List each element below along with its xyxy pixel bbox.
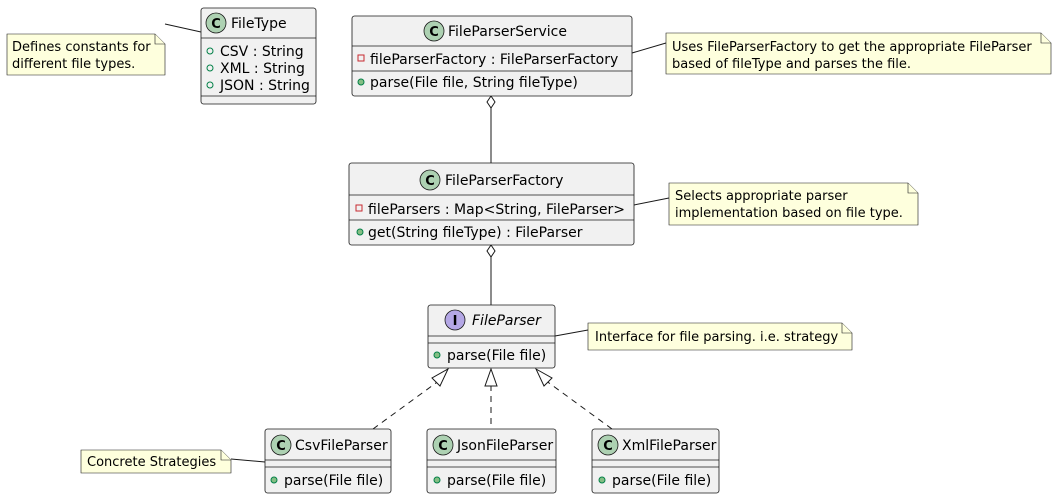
class-xmlfileparser: C XmlFileParser parse(File file) (591, 428, 720, 494)
badge-letter: C (438, 439, 448, 454)
public-marker-icon (356, 228, 364, 236)
interface-fileparser: I FileParser parse(File file) (427, 304, 556, 369)
badge-letter: C (276, 439, 286, 454)
note-link-csv (230, 458, 266, 463)
badge-letter: I (453, 314, 458, 329)
field: JSON : String (219, 78, 310, 94)
note-filetype: Defines constants for different file typ… (6, 33, 166, 76)
realization-arrow-xml (534, 367, 553, 387)
note-link-factory (633, 197, 670, 206)
class-badge-icon (597, 434, 619, 456)
class-csvfileparser: C CsvFileParser parse(File file) (264, 428, 392, 494)
note-line: Concrete Strategies (87, 455, 216, 470)
public-marker-icon (206, 81, 214, 89)
public-marker-icon (357, 78, 365, 86)
connectors (164, 23, 670, 463)
method: parse(File file) (447, 348, 546, 364)
note-factory: Selects appropriate parser implementatio… (668, 182, 919, 226)
field: XML : String (220, 61, 305, 77)
class-name: CsvFileParser (295, 438, 388, 454)
note-line: based of fileType and parses the file. (672, 57, 911, 72)
class-fileparserfactory: C FileParserFactory fileParsers : Map<St… (348, 162, 635, 246)
note-line: Selects appropriate parser (675, 189, 848, 204)
note-link-service (631, 42, 667, 54)
class-name: FileParserFactory (445, 173, 563, 189)
public-marker-icon (433, 351, 441, 359)
class-filetype: C FileType CSV : String XML : String JSO… (200, 7, 317, 105)
class-fileparserservice: C FileParserService fileParserFactory : … (351, 15, 633, 97)
class-name: FileParserService (448, 24, 567, 40)
note-link-filetype (164, 23, 202, 33)
class-badge-icon (423, 20, 445, 42)
private-marker-icon (357, 54, 365, 62)
class-name: FileType (231, 16, 287, 32)
public-marker-icon (433, 476, 441, 484)
class-name: JsonFileParser (456, 438, 553, 454)
method: parse(File file, String fileType) (370, 75, 578, 91)
interface-name: FileParser (472, 313, 542, 329)
field: fileParserFactory : FileParserFactory (370, 52, 618, 68)
realization-arrow-json (484, 367, 498, 387)
note-line: implementation based on file type. (675, 206, 903, 221)
method: parse(File file) (284, 473, 383, 489)
private-marker-icon (355, 204, 363, 212)
aggregation-diamond-factory (486, 244, 496, 258)
badge-letter: C (425, 174, 435, 189)
realization-arrow-csv (431, 367, 450, 387)
note-service: Uses FileParserFactory to get the approp… (665, 32, 1052, 75)
class-badge-icon (270, 434, 292, 456)
class-badge-icon (419, 169, 441, 191)
note-line: Defines constants for (12, 40, 151, 55)
note-link-fileparser (554, 329, 589, 337)
interface-badge-icon (444, 309, 466, 331)
public-marker-icon (206, 64, 214, 72)
note-line: Interface for file parsing. i.e. strateg… (595, 330, 839, 345)
badge-letter: C (211, 17, 221, 32)
class-name: XmlFileParser (622, 438, 717, 454)
class-jsonfileparser: C JsonFileParser parse(File file) (426, 428, 557, 494)
public-marker-icon (206, 47, 214, 55)
note-line: Uses FileParserFactory to get the approp… (672, 40, 1032, 55)
note-csv: Concrete Strategies (80, 449, 232, 474)
realization-xml (544, 379, 613, 430)
method: get(String fileType) : FileParser (368, 225, 583, 241)
realization-csv (372, 379, 441, 430)
class-badge-icon (205, 12, 227, 34)
note-line: different file types. (12, 57, 135, 72)
class-badge-icon (432, 434, 454, 456)
note-fileparser: Interface for file parsing. i.e. strateg… (587, 322, 853, 351)
public-marker-icon (598, 476, 606, 484)
field: fileParsers : Map<String, FileParser> (368, 202, 625, 218)
method: parse(File file) (447, 473, 546, 489)
method: parse(File file) (612, 473, 711, 489)
badge-letter: C (603, 439, 613, 454)
field: CSV : String (220, 44, 304, 60)
badge-letter: C (429, 25, 439, 40)
aggregation-diamond-service (486, 95, 496, 109)
public-marker-icon (270, 476, 278, 484)
